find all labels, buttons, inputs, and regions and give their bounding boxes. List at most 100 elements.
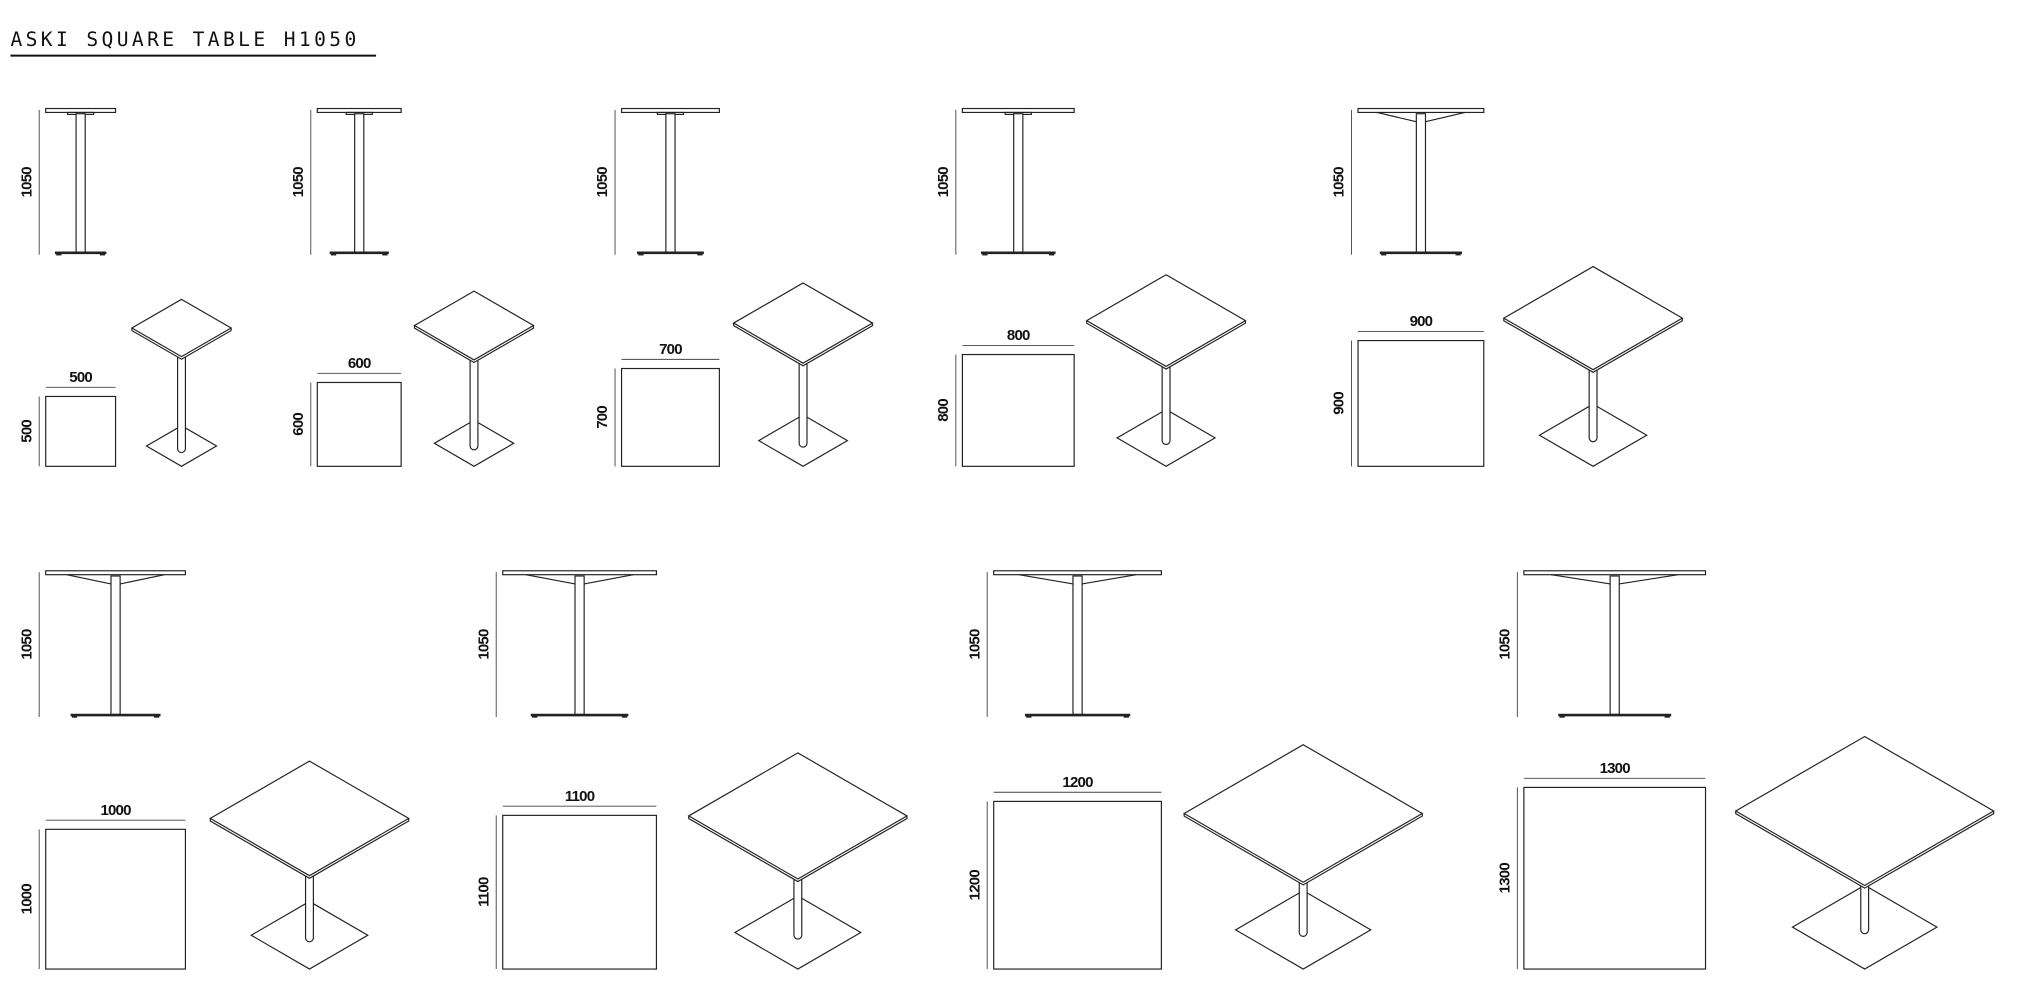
side-elevation: 1050 xyxy=(966,570,1162,718)
height-dimension-label: 1050 xyxy=(594,167,611,198)
base-plate xyxy=(329,251,389,255)
width-dimension-label: 1300 xyxy=(1600,760,1631,777)
column xyxy=(1609,575,1620,716)
foot-right xyxy=(1664,715,1670,718)
height-dimension-label: 1050 xyxy=(966,629,983,660)
depth-dimension-label: 800 xyxy=(935,399,952,422)
tabletop-plan xyxy=(1357,339,1485,467)
side-elevation: 1050 xyxy=(18,107,117,256)
column xyxy=(1072,575,1083,716)
width-dimension-label: 800 xyxy=(1007,327,1030,344)
foot-left xyxy=(638,253,644,256)
tabletop-edge xyxy=(993,570,1162,576)
foot-right xyxy=(1049,253,1055,256)
tabletop-plan xyxy=(993,800,1162,970)
height-dimension-label: 1050 xyxy=(1331,167,1348,198)
tabletop-plan xyxy=(316,381,402,467)
isometric-view xyxy=(1085,274,1247,467)
tabletop-edge xyxy=(1357,107,1485,114)
tabletop-iso xyxy=(732,282,874,364)
tabletop-plan xyxy=(1523,786,1707,970)
tabletop-edge xyxy=(1523,570,1707,576)
tabletop-iso xyxy=(1182,744,1424,883)
tables: 1050500500105060060010507007001050800800… xyxy=(18,107,1995,970)
tabletop-iso xyxy=(687,752,909,880)
width-dimension-label: 900 xyxy=(1410,313,1433,330)
depth-dimension-label: 500 xyxy=(18,420,35,443)
tabletop-iso xyxy=(130,298,233,358)
height-dimension-label: 1050 xyxy=(290,167,307,198)
column xyxy=(354,113,365,253)
base-plate xyxy=(981,251,1056,255)
foot-left xyxy=(982,253,988,256)
column-iso xyxy=(1588,369,1598,443)
foot-left xyxy=(56,253,62,256)
column-iso xyxy=(793,878,803,940)
tabletop-iso xyxy=(209,760,410,877)
base-plate xyxy=(637,251,704,255)
foot-right xyxy=(1123,715,1129,718)
foot-left xyxy=(532,715,538,718)
height-dimension-label: 1050 xyxy=(18,167,35,198)
column-iso xyxy=(1860,885,1870,935)
side-elevation: 1050 xyxy=(935,107,1075,256)
foot-right xyxy=(1455,253,1461,256)
side-elevation: 1050 xyxy=(594,107,720,256)
width-dimension-label: 600 xyxy=(348,355,371,372)
isometric-view xyxy=(1734,735,1995,970)
depth-dimension-label: 1200 xyxy=(966,870,983,901)
side-elevation: 1050 xyxy=(290,107,402,256)
depth-dimension-label: 700 xyxy=(594,406,611,429)
width-dimension-label: 1100 xyxy=(565,788,595,805)
tabletop-iso xyxy=(1734,735,1995,887)
foot-right xyxy=(621,715,628,718)
plan-view: 1100 1100 xyxy=(475,788,658,970)
table-group-800: 1050 800 800 xyxy=(935,107,1247,467)
column xyxy=(665,113,676,253)
column xyxy=(110,575,121,716)
depth-dimension-label: 1100 xyxy=(475,877,492,907)
column xyxy=(75,113,86,253)
tabletop-iso xyxy=(1502,265,1684,371)
height-dimension-label: 1050 xyxy=(475,629,492,660)
tabletop-edge xyxy=(502,570,658,576)
base-plate xyxy=(1558,713,1672,717)
foot-right xyxy=(153,715,160,718)
tabletop-plan xyxy=(45,395,117,467)
side-elevation: 1050 xyxy=(18,570,187,718)
plan-view: 800 800 xyxy=(935,327,1075,467)
foot-left xyxy=(1026,715,1032,718)
base-plate xyxy=(70,713,161,717)
sheet-title: ASKI SQUARE TABLE H1050 xyxy=(10,28,359,51)
depth-dimension-label: 900 xyxy=(1331,392,1348,415)
foot-left xyxy=(330,253,337,256)
isometric-view xyxy=(1502,265,1684,467)
table-group-900: 1050 900 900 xyxy=(1331,107,1684,467)
column-iso xyxy=(1298,882,1308,937)
tabletop-plan xyxy=(502,814,658,970)
base-plate xyxy=(1024,713,1131,717)
isometric-view xyxy=(413,290,535,467)
foot-left xyxy=(1381,253,1387,256)
foot-right xyxy=(382,253,388,256)
tabletop-plan xyxy=(45,828,187,970)
depth-dimension-label: 1000 xyxy=(18,884,35,915)
column-iso xyxy=(304,875,314,943)
foot-right xyxy=(697,253,703,256)
height-dimension-label: 1050 xyxy=(1497,629,1514,660)
column-iso xyxy=(798,363,808,448)
tabletop-plan xyxy=(620,367,720,467)
isometric-view xyxy=(130,298,233,467)
height-dimension-label: 1050 xyxy=(935,167,952,198)
foot-right xyxy=(99,253,106,256)
column-iso xyxy=(1161,366,1171,446)
foot-left xyxy=(71,715,78,718)
isometric-view xyxy=(209,760,410,970)
